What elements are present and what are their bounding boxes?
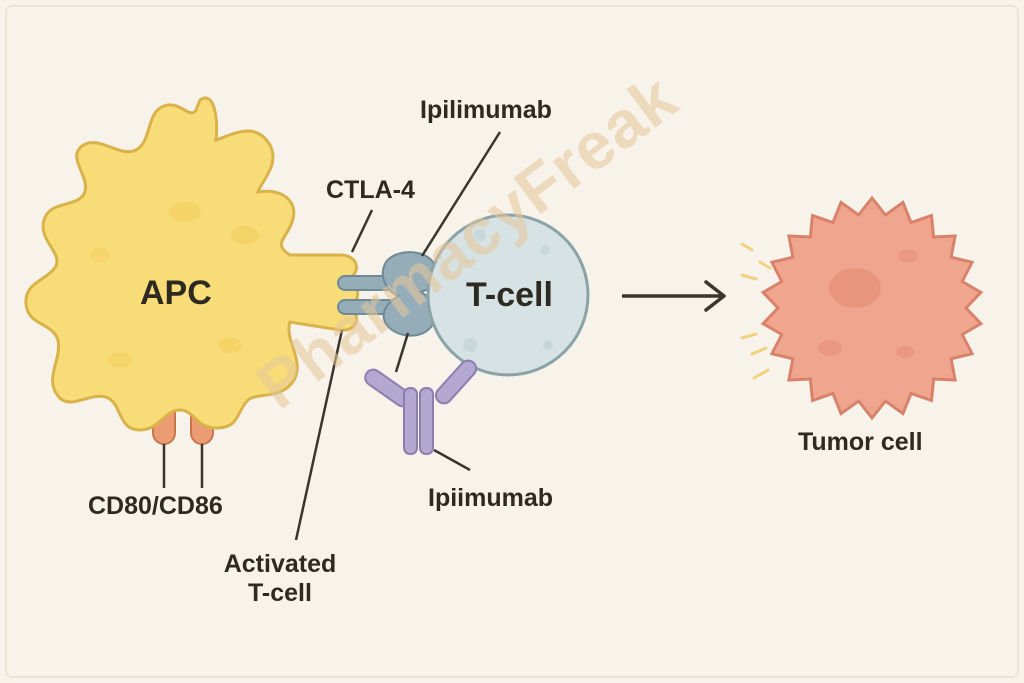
page-border (5, 5, 1019, 678)
arrow-head (704, 280, 726, 312)
t-cell-texture (463, 229, 553, 352)
activated-t-cell-line1: Activated (223, 550, 337, 578)
burst-line-3 (740, 273, 758, 281)
tumor-nucleus (829, 268, 881, 308)
apc-body (24, 96, 360, 432)
leader-lines (294, 131, 502, 541)
cd80-cd86-label: CD80/CD86 (88, 492, 223, 520)
t-cell-spot-1 (474, 229, 486, 241)
burst-line-1 (740, 242, 754, 252)
burst-lines (740, 242, 772, 380)
arrow (622, 280, 726, 312)
apc-cell (24, 96, 360, 432)
antibody-stem-left (403, 387, 418, 455)
apc-texture-4 (218, 337, 242, 353)
activated-t-cell-label: Activated T-cell (205, 550, 355, 608)
t-cell-spot-4 (543, 340, 553, 350)
ipilimumab-bottom-label: Ipiimumab (428, 484, 554, 512)
tumor-spot-1 (898, 249, 918, 263)
apc-texture-2 (169, 202, 201, 222)
t-cell-spot-2 (540, 245, 550, 255)
tumor-body (760, 195, 984, 421)
ipilimumab-bottom-leader-line (433, 448, 471, 472)
apc-label: APC (140, 274, 212, 312)
apc-texture-5 (90, 248, 110, 262)
antibody-receptor-link-line (394, 332, 410, 373)
ipilimumab-top-leader-line (420, 131, 502, 257)
antibody-stem-right (419, 387, 434, 455)
burst-line-4 (740, 332, 758, 340)
t-cell (426, 213, 590, 377)
burst-line-6 (752, 368, 770, 380)
tumor-spot-3 (896, 346, 914, 358)
ctla4-leader-line (350, 209, 374, 253)
ipilimumab-antibody (364, 359, 478, 455)
tumor-cell-label: Tumor cell (798, 428, 923, 456)
tumor-cell (760, 195, 984, 421)
t-cell-label: T-cell (466, 276, 553, 314)
activated-t-cell-line2: T-cell (248, 578, 312, 607)
apc-texture-3 (108, 352, 132, 368)
burst-line-5 (750, 346, 768, 356)
activated-t-cell-leader-line (294, 329, 344, 541)
tumor-spot-2 (818, 340, 842, 356)
burst-line-2 (758, 260, 772, 270)
ctla4-label: CTLA-4 (326, 176, 415, 204)
t-cell-spot-3 (463, 338, 477, 352)
ipilimumab-top-label: Ipilimumab (420, 96, 552, 124)
ctla4-receptor (337, 251, 438, 337)
apc-texture-1 (231, 226, 259, 244)
antibody-right-arm (434, 359, 478, 405)
